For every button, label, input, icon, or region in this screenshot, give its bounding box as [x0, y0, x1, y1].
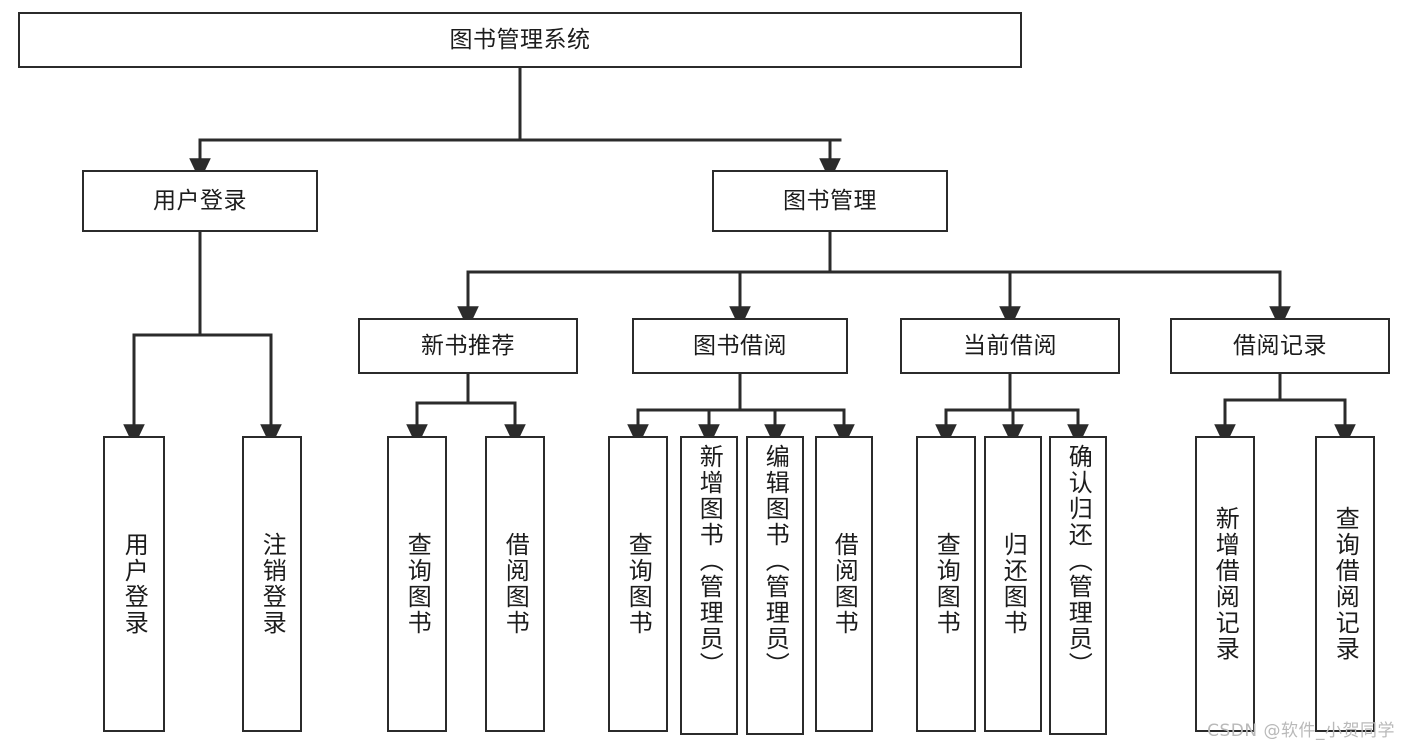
node-current-borrow[interactable]: 当前借阅 — [900, 318, 1120, 374]
node-leaf-logout[interactable]: 注销登录 — [242, 436, 302, 732]
node-book-management-system[interactable]: 图书管理系统 — [18, 12, 1022, 68]
node-book-borrow[interactable]: 图书借阅 — [632, 318, 848, 374]
node-label: 当前借阅 — [963, 332, 1057, 359]
node-leaf-query-book-current[interactable]: 查询图书 — [916, 436, 976, 732]
node-label: 用户登录 — [153, 187, 247, 214]
node-borrow-record[interactable]: 借阅记录 — [1170, 318, 1390, 374]
node-label: 新增借阅记录 — [1211, 506, 1240, 662]
node-label: 图书管理 — [783, 187, 877, 214]
node-leaf-borrow-book-recommend[interactable]: 借阅图书 — [485, 436, 545, 732]
node-leaf-add-borrow-record[interactable]: 新增借阅记录 — [1195, 436, 1255, 732]
node-label: 用户登录 — [120, 532, 149, 636]
node-leaf-confirm-return-admin[interactable]: 确认归还（管理员） — [1049, 436, 1107, 735]
node-leaf-add-book-admin[interactable]: 新增图书（管理员） — [680, 436, 738, 735]
node-label: 图书借阅 — [693, 332, 787, 359]
node-leaf-user-login[interactable]: 用户登录 — [103, 436, 165, 732]
node-leaf-return-book[interactable]: 归还图书 — [984, 436, 1042, 732]
node-leaf-borrow-book[interactable]: 借阅图书 — [815, 436, 873, 732]
node-leaf-edit-book-admin[interactable]: 编辑图书（管理员） — [746, 436, 804, 735]
node-label: 归还图书 — [999, 532, 1028, 636]
node-label: 借阅图书 — [830, 532, 859, 636]
node-label: 确认归还（管理员） — [1064, 444, 1093, 678]
node-label: 编辑图书（管理员） — [761, 444, 790, 678]
node-label: 查询图书 — [624, 532, 653, 636]
node-leaf-query-book-recommend[interactable]: 查询图书 — [387, 436, 447, 732]
node-new-book-recommend[interactable]: 新书推荐 — [358, 318, 578, 374]
node-label: 借阅记录 — [1233, 332, 1327, 359]
node-label: 查询图书 — [403, 532, 432, 636]
csdn-watermark: CSDN @软件_小贺同学 — [1207, 721, 1395, 741]
node-leaf-query-borrow-record[interactable]: 查询借阅记录 — [1315, 436, 1375, 732]
node-user-login[interactable]: 用户登录 — [82, 170, 318, 232]
node-book-management[interactable]: 图书管理 — [712, 170, 948, 232]
node-label: 查询借阅记录 — [1331, 506, 1360, 662]
node-leaf-query-book-borrow[interactable]: 查询图书 — [608, 436, 668, 732]
node-label: 新增图书（管理员） — [695, 444, 724, 678]
node-label: 注销登录 — [258, 532, 287, 636]
node-label: 图书管理系统 — [449, 26, 591, 53]
node-label: 新书推荐 — [421, 332, 515, 359]
node-label: 查询图书 — [932, 532, 961, 636]
node-label: 借阅图书 — [501, 532, 530, 636]
